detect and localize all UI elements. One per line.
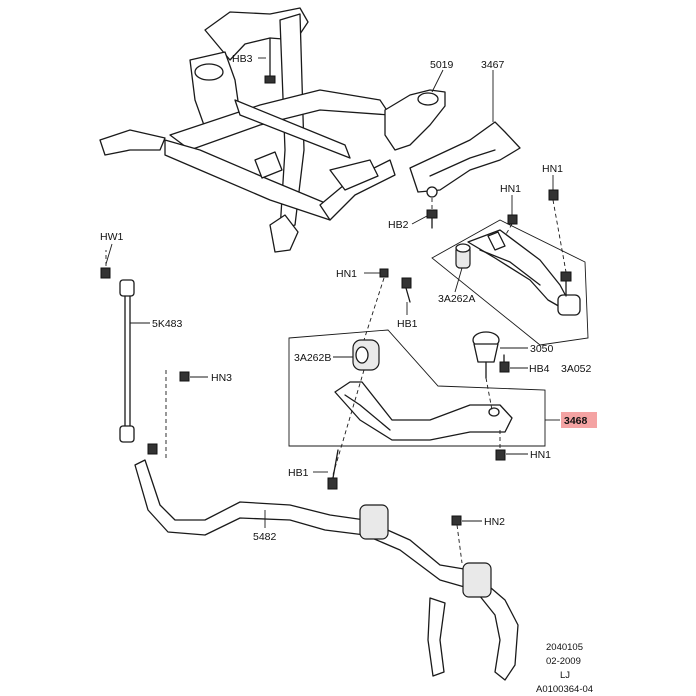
label-3a262a: 3A262A bbox=[438, 293, 475, 305]
group-box-3468 bbox=[288, 329, 546, 447]
front-subframe bbox=[99, 7, 446, 253]
label-hb4: HB4 bbox=[529, 363, 550, 375]
footer-line-4: A0100364-04 bbox=[536, 684, 593, 695]
bolt-hb4 bbox=[499, 354, 510, 373]
footer-line-2: 02-2009 bbox=[546, 656, 581, 667]
bolt-hb2 bbox=[426, 209, 438, 229]
label-5019: 5019 bbox=[430, 59, 454, 71]
stabilizer-bar-5482 bbox=[134, 459, 519, 681]
label-3467: 3467 bbox=[481, 59, 505, 71]
lower-arm-3468 bbox=[334, 339, 513, 461]
stabilizer-link-5k483 bbox=[100, 267, 190, 455]
footer-line-3: LJ bbox=[560, 670, 570, 681]
label-hn1-top-right: HN1 bbox=[542, 163, 563, 175]
nut-hn1-left bbox=[379, 268, 389, 278]
label-hn1-upper: HN1 bbox=[500, 183, 521, 195]
nut-hn1-top-right bbox=[548, 189, 559, 201]
label-3050: 3050 bbox=[530, 343, 554, 355]
label-hw1: HW1 bbox=[100, 231, 123, 243]
label-hn1-left: HN1 bbox=[336, 268, 357, 280]
bolt-hb3 bbox=[264, 37, 276, 84]
bolt-hb1-upper bbox=[401, 277, 412, 303]
group-box-3a052 bbox=[431, 219, 589, 346]
bolt-hb1-lower bbox=[327, 449, 339, 490]
label-3a262b: 3A262B bbox=[294, 352, 331, 364]
ball-joint-3050 bbox=[472, 331, 500, 379]
label-hn1-lower: HN1 bbox=[530, 449, 551, 461]
nut-hn1-upper bbox=[507, 214, 518, 225]
label-hn3: HN3 bbox=[211, 372, 232, 384]
label-5482: 5482 bbox=[253, 531, 277, 543]
label-hn2: HN2 bbox=[484, 516, 505, 528]
label-hb1-lower: HB1 bbox=[288, 467, 309, 479]
footer-line-1: 2040105 bbox=[546, 642, 583, 653]
bracket-3467 bbox=[409, 121, 521, 198]
leader-lines bbox=[105, 57, 560, 528]
label-hb3: HB3 bbox=[232, 53, 253, 65]
label-5k483: 5K483 bbox=[152, 318, 183, 330]
label-3468: 3468 bbox=[564, 415, 588, 427]
callout-highlight-3468 bbox=[561, 412, 597, 428]
label-hb1-upper: HB1 bbox=[397, 318, 418, 330]
upper-arm-3a052 bbox=[455, 229, 581, 316]
label-hb2: HB2 bbox=[388, 219, 409, 231]
label-3a052: 3A052 bbox=[561, 363, 592, 375]
